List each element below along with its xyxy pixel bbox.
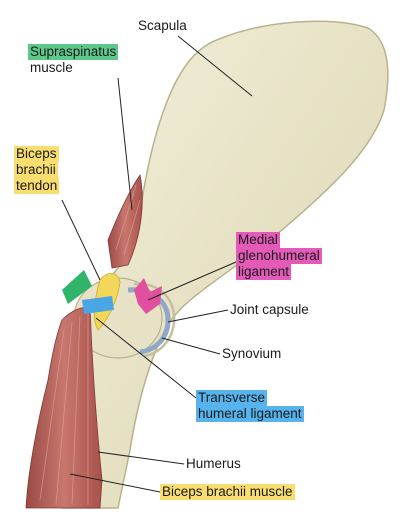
scapula-label: Scapula — [138, 18, 187, 34]
biceps-tendon-text-2: brachii — [14, 162, 58, 178]
medial-text-3: ligament — [236, 264, 292, 280]
supraspinatus-tendon — [62, 270, 92, 304]
biceps-tendon-label: Biceps brachii tendon — [14, 146, 60, 194]
leader-lines — [61, 35, 253, 493]
muscle-fibers — [39, 184, 141, 506]
medial-text-1: Medial — [236, 232, 280, 248]
supraspinatus-label: Supraspinatus muscle — [28, 44, 119, 76]
synovium-text: Synovium — [222, 346, 282, 361]
medial-ligament-shape — [134, 278, 162, 314]
transverse-ligament-label: Transverse humeral ligament — [196, 390, 304, 422]
scapula-text: Scapula — [138, 18, 187, 33]
transverse-text-2: humeral ligament — [196, 406, 304, 422]
humerus-label: Humerus — [186, 456, 241, 472]
medial-text-2: glenohumeral — [236, 248, 322, 264]
supraspinatus-text-1: Supraspinatus — [28, 44, 119, 60]
joint-capsule-arc — [133, 282, 176, 358]
biceps-muscle-text: Biceps brachii muscle — [160, 484, 295, 500]
biceps-muscle-label: Biceps brachii muscle — [160, 484, 295, 500]
synovium-label: Synovium — [222, 346, 281, 362]
biceps-tendon-text-3: tendon — [14, 178, 60, 194]
medial-ligament-label: Medial glenohumeral ligament — [236, 232, 322, 280]
humerus-text: Humerus — [186, 456, 241, 471]
transverse-ligament-shape — [82, 296, 114, 314]
biceps-tendon-text-1: Biceps — [14, 146, 59, 162]
transverse-text-1: Transverse — [196, 390, 268, 406]
joint-capsule-text: Joint capsule — [230, 302, 309, 317]
joint-capsule-label: Joint capsule — [230, 302, 309, 318]
scapula-bone — [61, 20, 389, 509]
supraspinatus-text-2: muscle — [30, 60, 73, 75]
